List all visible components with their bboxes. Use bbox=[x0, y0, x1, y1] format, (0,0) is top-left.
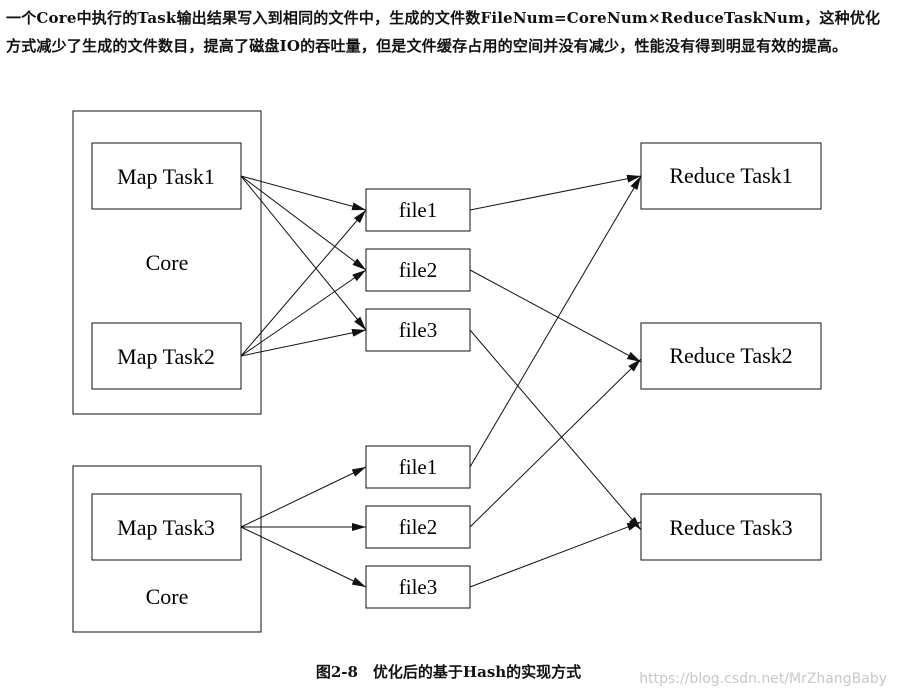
maptask1-box bbox=[91, 142, 242, 210]
maptask2-label: Map Task2 bbox=[117, 344, 215, 369]
core-2-files: file1 file2 file3 bbox=[365, 445, 471, 609]
arrow-maptask3-file1 bbox=[240, 466, 367, 528]
reduce-tasks: Reduce Task1 Reduce Task2 Reduce Task3 bbox=[640, 142, 822, 561]
intro-paragraph: 一个Core中执行的Task输出结果写入到相同的文件中，生成的文件数FileNu… bbox=[6, 9, 881, 55]
arrow-maptask2-file3 bbox=[240, 328, 367, 357]
arrow-maptask2-file2 bbox=[240, 269, 367, 357]
core-1-files: file1 file2 file3 bbox=[365, 188, 471, 352]
core-2-label: Core bbox=[146, 584, 189, 609]
core-1-label: Core bbox=[146, 250, 189, 275]
c1-file1-label: file1 bbox=[399, 198, 437, 222]
reducetask3-label: Reduce Task3 bbox=[669, 515, 792, 540]
figure-caption: 图2-8 优化后的基于Hash的实现方式 bbox=[315, 663, 582, 681]
arrow-maptask2-file1 bbox=[240, 209, 367, 357]
arrow-c2-file2-reduce2 bbox=[469, 358, 642, 528]
c2-file2-box bbox=[365, 505, 471, 549]
core-2-box bbox=[72, 465, 262, 633]
c2-file3-box bbox=[365, 565, 471, 609]
arrow-maptask1-file1 bbox=[240, 175, 367, 211]
c2-file3-label: file3 bbox=[399, 575, 437, 599]
c1-file2-box bbox=[365, 248, 471, 292]
arrow-c1-file3-reduce3 bbox=[469, 329, 642, 531]
reducetask2-box bbox=[640, 322, 822, 390]
arrow-c1-file2-reduce2 bbox=[469, 269, 642, 363]
maptask2-box bbox=[91, 322, 242, 390]
arrow-maptask1-file2 bbox=[240, 175, 367, 271]
c1-file1-box bbox=[365, 188, 471, 232]
arrows bbox=[240, 174, 642, 588]
core-1-group: Map Task1 Core Map Task2 bbox=[72, 110, 262, 415]
c1-file3-box bbox=[365, 308, 471, 352]
c2-file1-box bbox=[365, 445, 471, 489]
c2-file1-label: file1 bbox=[399, 455, 437, 479]
arrow-maptask3-file3 bbox=[240, 526, 367, 588]
reducetask1-box bbox=[640, 142, 822, 210]
core-2-group: Map Task3 Core bbox=[72, 465, 262, 633]
maptask3-box bbox=[91, 493, 242, 561]
watermark: https://blog.csdn.net/MrZhangBaby bbox=[639, 671, 887, 687]
reducetask3-box bbox=[640, 493, 822, 561]
arrow-c1-file1-reduce1 bbox=[469, 174, 642, 211]
maptask1-label: Map Task1 bbox=[117, 164, 215, 189]
arrow-c2-file3-reduce3 bbox=[469, 521, 642, 588]
c1-file2-label: file2 bbox=[399, 258, 437, 282]
c1-file3-label: file3 bbox=[399, 318, 437, 342]
reducetask1-label: Reduce Task1 bbox=[669, 163, 792, 188]
maptask3-label: Map Task3 bbox=[117, 515, 215, 540]
core-1-box bbox=[72, 110, 262, 415]
reducetask2-label: Reduce Task2 bbox=[669, 343, 792, 368]
arrow-maptask1-file3 bbox=[240, 175, 367, 331]
c2-file2-label: file2 bbox=[399, 515, 437, 539]
arrow-c2-file1-reduce1 bbox=[469, 175, 642, 468]
